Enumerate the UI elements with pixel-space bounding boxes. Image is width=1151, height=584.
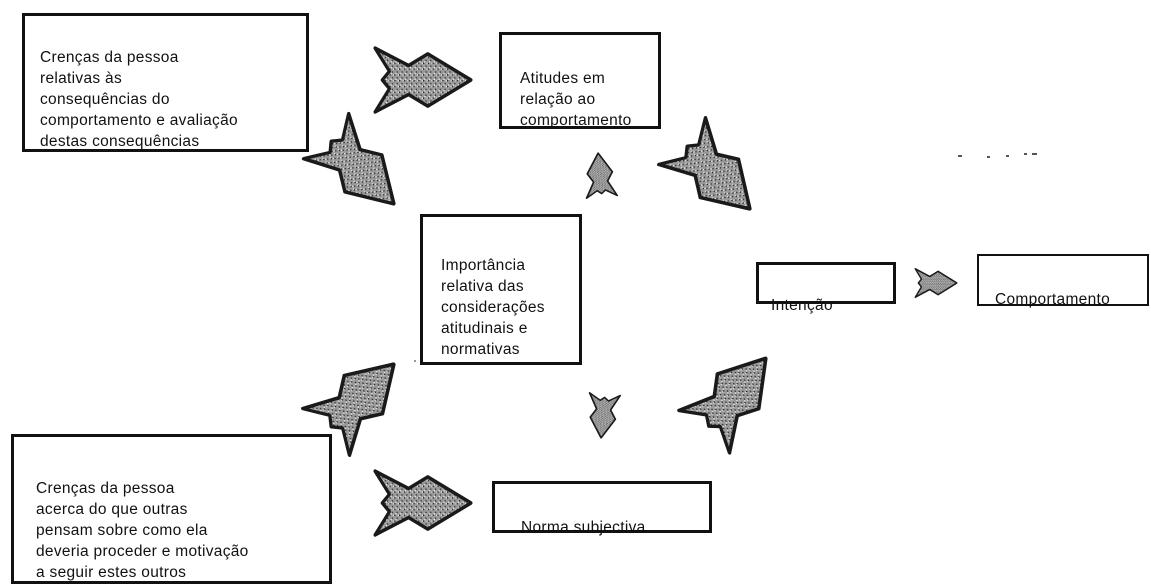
beliefs-consequences-box: Crenças da pessoa relativas às consequên… — [22, 13, 309, 152]
importance-text: Importância relativa das considerações a… — [441, 257, 545, 358]
intention-text: Intenção — [771, 297, 833, 314]
beliefs-others-box: Crenças da pessoa acerca do que outras p… — [11, 434, 332, 584]
arrow-attitudes-to-intention — [657, 116, 775, 234]
subjective-norm-box: Norma subjectiva — [492, 481, 712, 536]
behaviour-text: Comportamento — [995, 291, 1111, 308]
attitudes-text: Atitudes em relação ao comportamento — [520, 70, 632, 129]
arrow-importance-to-norm — [584, 391, 622, 441]
behaviour-box: Comportamento — [977, 254, 1149, 308]
arrow-intention-to-behaviour — [914, 267, 958, 299]
importance-box: Importância relativa das considerações a… — [420, 214, 582, 365]
arrow-beliefs-to-attitudes — [373, 46, 473, 114]
intention-box: Intenção — [756, 262, 896, 314]
arrow-importance-to-attitudes — [581, 150, 619, 200]
arrow-beliefs-down — [301, 111, 419, 229]
beliefs-others-text: Crenças da pessoa acerca do que outras p… — [36, 480, 249, 581]
scan-specks — [414, 153, 1037, 362]
arrow-beliefs-others-to-norm — [373, 469, 473, 537]
subjective-norm-text: Norma subjectiva — [521, 519, 646, 536]
beliefs-consequences-text: Crenças da pessoa relativas às consequên… — [40, 49, 238, 150]
attitudes-box: Atitudes em relação ao comportamento — [499, 32, 661, 129]
arrow-norm-to-intention — [677, 335, 793, 455]
